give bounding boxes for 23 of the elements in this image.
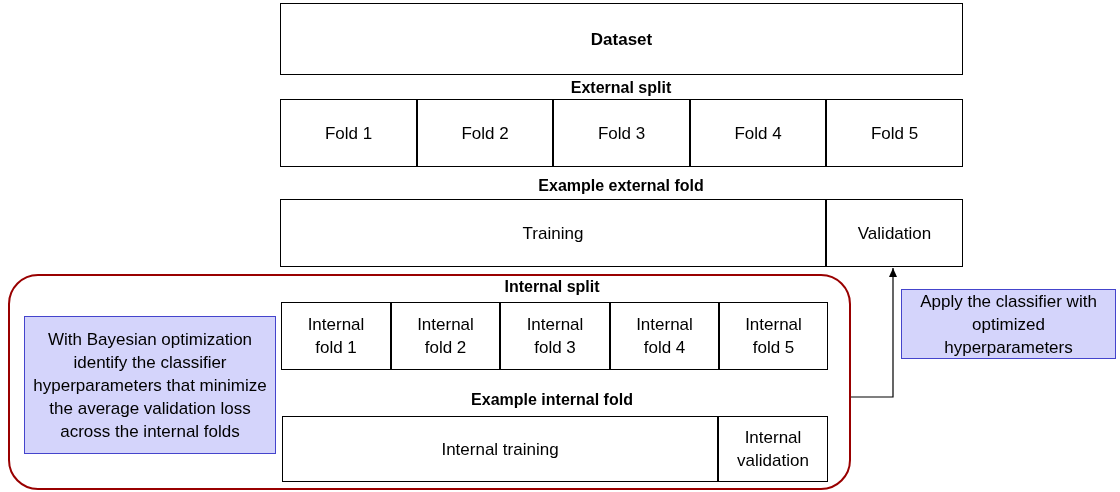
validation-box: Validation xyxy=(826,199,963,267)
dataset-box: Dataset xyxy=(280,3,963,75)
fold-box: Fold 3 xyxy=(553,99,690,167)
fold-box: Internal fold 2 xyxy=(391,302,500,370)
section-heading: Example external fold xyxy=(538,177,704,195)
section-heading: External split xyxy=(570,79,672,97)
fold-box: Internal fold 5 xyxy=(719,302,828,370)
fold-box: Internal fold 4 xyxy=(610,302,719,370)
validation-box: Internal validation xyxy=(718,416,828,482)
internal-split-panel xyxy=(8,274,851,490)
arrow xyxy=(850,267,897,398)
note-box: Apply the classifier with optimized hyperparameters xyxy=(901,289,1116,359)
section-heading: Internal split xyxy=(504,278,600,296)
fold-box: Fold 2 xyxy=(417,99,553,167)
fold-box: Fold 1 xyxy=(280,99,417,167)
fold-box: Fold 5 xyxy=(826,99,963,167)
section-heading: Example internal fold xyxy=(471,391,633,409)
training-box: Internal training xyxy=(282,416,718,482)
fold-box: Internal fold 1 xyxy=(281,302,391,370)
training-box: Training xyxy=(280,199,826,267)
fold-box: Internal fold 3 xyxy=(500,302,610,370)
fold-box: Fold 4 xyxy=(690,99,826,167)
note-box: With Bayesian optimization identify the classifier hyperparameters that minimize the average validation loss across the internal folds xyxy=(24,316,276,454)
